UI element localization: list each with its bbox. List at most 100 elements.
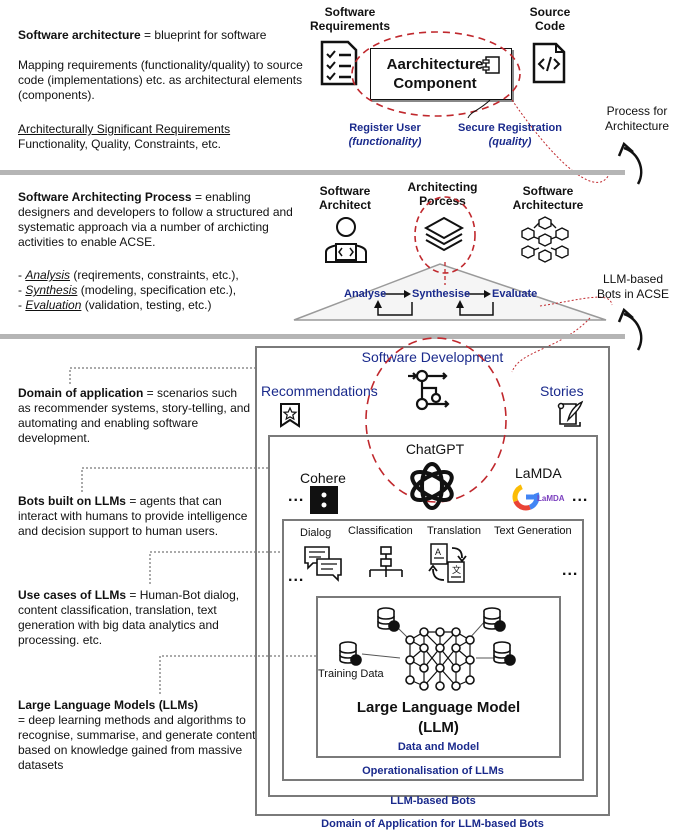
svg-text:LaMDA: LaMDA [537, 494, 565, 503]
curved-arrow-icon-2 [617, 307, 643, 351]
activity-synthesis: - Synthesis (modeling, specification etc… [18, 283, 237, 297]
asr-body: Functionality, Quality, Constraints, etc… [18, 137, 221, 151]
domain-definition: Domain of application = scenarios such a… [18, 386, 253, 446]
arch-line1: Software [522, 184, 574, 198]
text-generation-label: Text Generation [494, 525, 572, 537]
process-for-line1: Process for [606, 104, 668, 118]
architecture-component-box: Aarchitecture Component [370, 48, 512, 100]
llm-bots-line2: Bots in ACSE [596, 287, 670, 301]
architecting-process-heading: Software Architecting Process [18, 190, 192, 204]
software-architecture-heading: Software architecture [18, 28, 141, 42]
source-code-icon [532, 42, 566, 84]
architecting-process-label: Architecting Porcess [395, 180, 490, 208]
bots-heading: Bots built on LLMs [18, 494, 126, 508]
req-label-line1: Software [324, 5, 376, 19]
process-line1: Architecting [407, 180, 478, 194]
analysis-rest: (reqirements, constraints, etc.), [70, 268, 239, 282]
operationalisation-label: Operationalisation of LLMs [362, 765, 504, 777]
software-architecture-definition: Software architecture = blueprint for so… [18, 28, 308, 43]
synthesise-step: Synthesise [412, 288, 471, 300]
svg-text:A: A [435, 547, 441, 557]
ellipsis-usecases: ... [562, 562, 579, 579]
usecases-definition: Use cases of LLMs = Human-Bot dialog, co… [18, 588, 243, 648]
analysis-word: Analysis [25, 268, 71, 282]
usecases-heading: Use cases of LLMs [18, 588, 127, 602]
synthesis-rest: (modeling, specification etc.), [77, 283, 237, 297]
curved-arrow-icon [617, 141, 643, 185]
src-label-line2: Code [535, 19, 565, 33]
process-for-architecture-label: Process for Architecture [592, 104, 682, 134]
workflow-icon [408, 369, 450, 411]
source-code-label: Source Code [520, 5, 580, 33]
bookmark-star-icon [280, 403, 300, 428]
asr-heading: Architecturally Significant Requirements [18, 122, 231, 136]
google-lamda-logo-icon: LaMDA [512, 483, 565, 511]
llm-text: = deep learning methods and algorithms t… [18, 713, 256, 772]
analyse-step: Analyse [344, 288, 387, 300]
classification-tree-icon [369, 546, 403, 577]
mapping-text: Mapping requirements (functionality/qual… [18, 58, 303, 102]
architecture-network-icon [521, 216, 569, 263]
ellipsis-dialog: ... [288, 568, 305, 585]
bots-text: = agents that can interact with humans t… [18, 494, 248, 538]
operationalisation-box [282, 519, 584, 781]
domain-box [255, 346, 610, 816]
svg-text:文: 文 [452, 564, 461, 575]
llm-based-bots-label: LLM-based Bots [390, 795, 476, 807]
stories-label: Stories [540, 383, 584, 399]
lamda-label: LaMDA [515, 465, 562, 481]
data-model-label: Data and Model [397, 741, 480, 753]
software-development-label: Software Development [361, 349, 504, 365]
domain-caption-label: Domain of Application for LLM-based Bots [321, 818, 544, 830]
activity-evaluation: - Evaluation (validation, testing, etc.) [18, 298, 212, 312]
chatgpt-label: ChatGPT [405, 441, 465, 457]
secure-line1: Secure Registration [458, 122, 562, 134]
software-requirements-label: Software Requirements [305, 5, 395, 33]
architecting-process-definition: Software Architecting Process = enabling… [18, 190, 303, 250]
bots-definition: Bots built on LLMs = agents that can int… [18, 494, 253, 539]
activity-analysis: - Analysis (reqirements, constraints, et… [18, 268, 239, 282]
ellipsis-cohere: ... [288, 488, 305, 505]
chatgpt-logo-icon [410, 462, 454, 510]
architect-person-icon [325, 217, 367, 263]
architecting-process-text: = enabling designers and developers to f… [18, 190, 293, 249]
register-line1: Register User [349, 122, 421, 134]
domain-heading: Domain of application [18, 386, 144, 400]
recommendations-label: Recommendations [261, 383, 378, 399]
evaluation-rest: (validation, testing, etc.) [81, 298, 212, 312]
llm-title: Large Language Model (LLM) [316, 698, 561, 738]
process-line2: Porcess [419, 194, 466, 208]
req-label-line2: Requirements [309, 19, 391, 33]
component-label-line2: Component [393, 75, 477, 92]
evaluation-word: Evaluation [25, 298, 82, 312]
ellipsis-lamda: ... [572, 488, 589, 505]
register-line2: (functionality) [348, 136, 422, 148]
software-architecture-label: Software Architecture [498, 184, 598, 212]
requirements-document-icon [320, 40, 358, 86]
llm-bots-box [268, 435, 598, 797]
arch-line2: Architecture [512, 198, 584, 212]
llm-heading: Large Language Models (LLMs) [18, 698, 199, 712]
llm-definition: Large Language Models (LLMs) = deep lear… [18, 698, 258, 773]
training-data-label: Training Data [318, 668, 384, 680]
dialog-label: Dialog [300, 527, 332, 539]
register-user-label: Register User (functionality) [335, 121, 435, 149]
software-architecture-text: = blueprint for software [140, 28, 267, 42]
architect-line2: Architect [318, 198, 371, 212]
separator-middle [0, 334, 625, 339]
src-label-line1: Source [529, 5, 571, 19]
cohere-logo-icon [310, 486, 338, 514]
cohere-label: Cohere [300, 470, 346, 486]
software-architect-label: Software Architect [305, 184, 385, 212]
secure-registration-label: Secure Registration (quality) [440, 121, 580, 149]
llm-title-line1: Large Language Model [356, 699, 521, 716]
classification-label: Classification [348, 525, 413, 537]
domain-text: = scenarios such as recommender systems,… [18, 386, 251, 445]
dialog-bubbles-icon [304, 546, 342, 582]
component-label: Aarchitecture Component [371, 49, 511, 93]
translation-icon: A 文 [428, 543, 467, 583]
llm-bots-line1: LLM-based [602, 272, 664, 286]
layers-icon [423, 216, 465, 252]
